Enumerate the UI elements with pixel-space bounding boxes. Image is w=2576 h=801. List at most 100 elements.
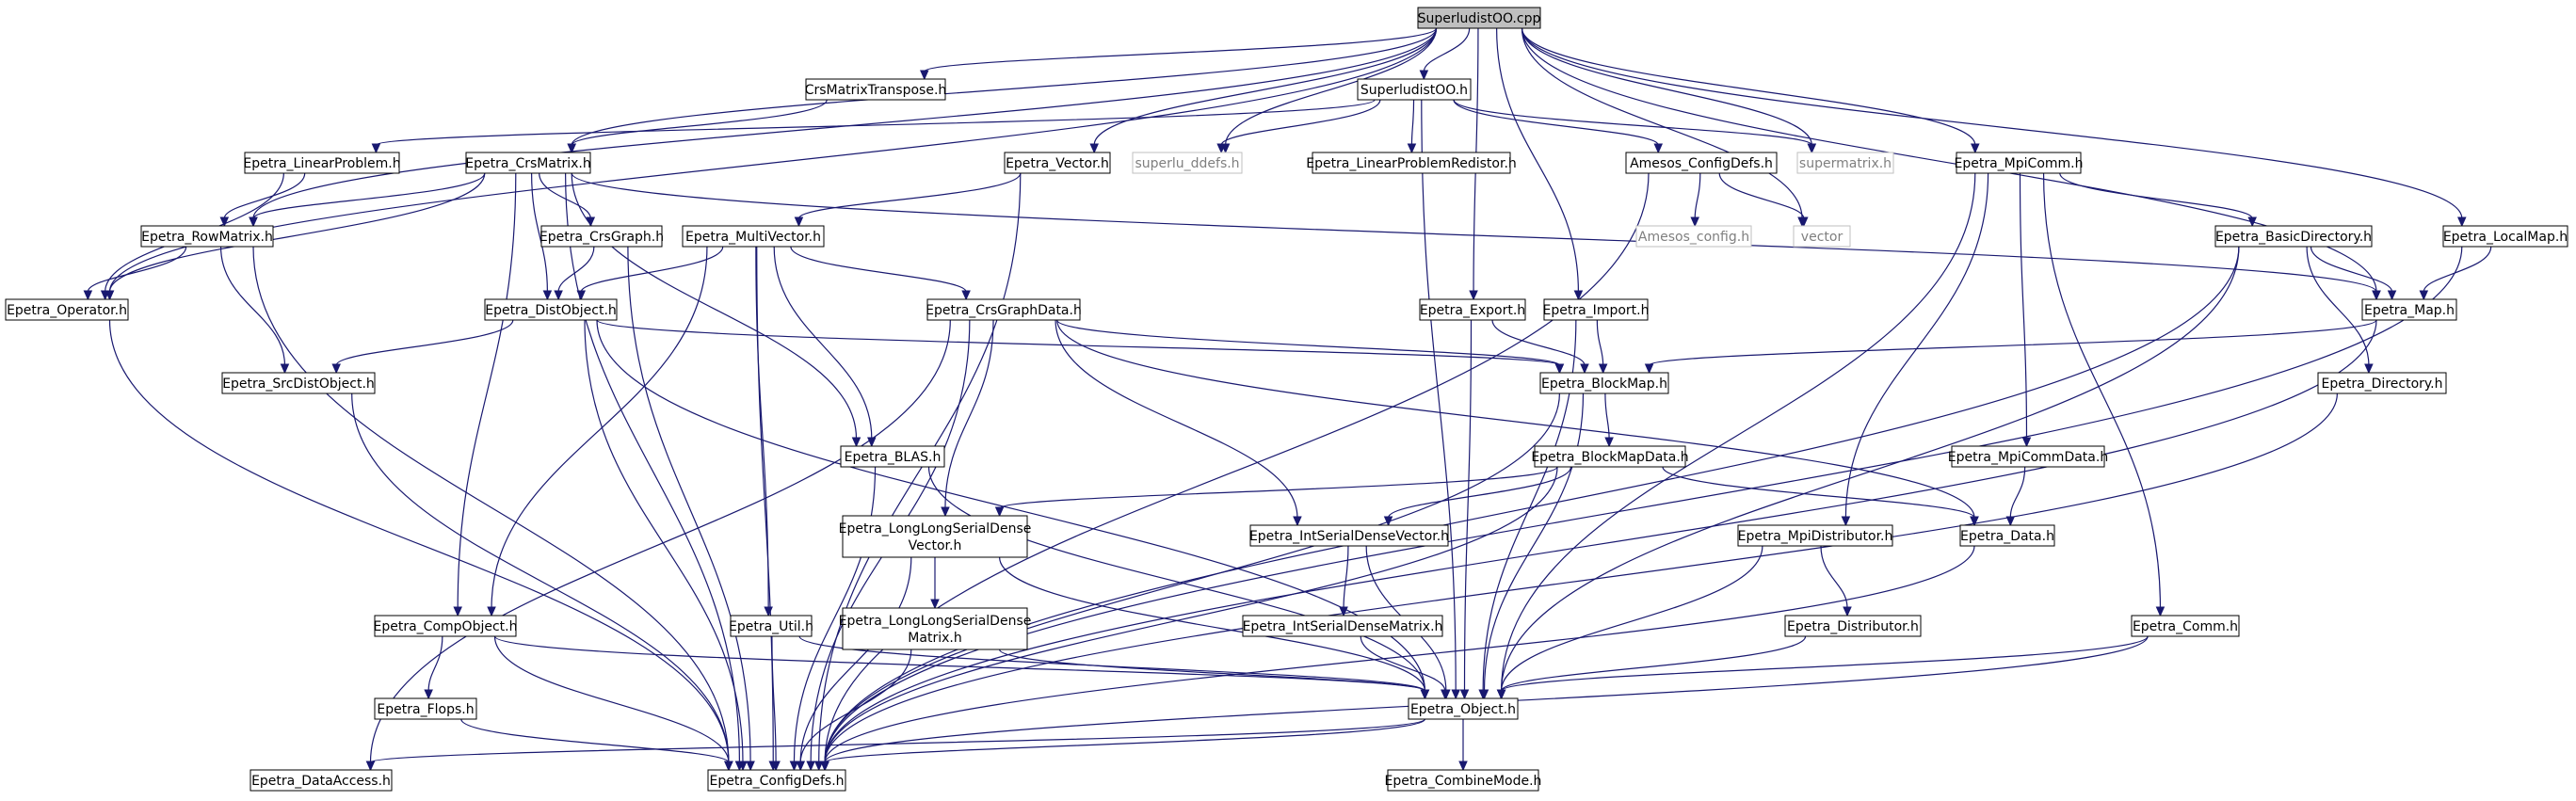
edge-epetra-object-h-to-epetra-dataaccess-h bbox=[365, 718, 1425, 772]
node-epetra-localmap-h[interactable]: Epetra_LocalMap.h bbox=[2442, 225, 2568, 248]
node-epetra-flops-h[interactable]: Epetra_Flops.h bbox=[374, 697, 477, 720]
node-epetra-compobject-h[interactable]: Epetra_CompObject.h bbox=[374, 615, 518, 637]
node-epetra-map-h[interactable]: Epetra_Map.h bbox=[2361, 298, 2457, 321]
node-epetra-directory-h[interactable]: Epetra_Directory.h bbox=[2317, 372, 2447, 394]
edge-epetra-distributor-h-to-epetra-object-h bbox=[1496, 635, 1807, 700]
node-label: Epetra_LinearProblem.h bbox=[243, 156, 400, 171]
node-superludistoo-h[interactable]: SuperludistOO.h bbox=[1357, 78, 1472, 101]
edge-superludistoo-h-to-superlu-ddefs-h bbox=[1216, 99, 1381, 154]
node-box bbox=[1956, 152, 2082, 174]
node-epetra-basicdirectory-h[interactable]: Epetra_BasicDirectory.h bbox=[2214, 225, 2373, 248]
node-label: Epetra_IntSerialDenseMatrix.h bbox=[1243, 619, 1443, 634]
node-label: Epetra_BlockMap.h bbox=[1541, 376, 1667, 392]
node-epetra-intserialdensematrix-h[interactable]: Epetra_IntSerialDenseMatrix.h bbox=[1242, 615, 1443, 637]
edge-epetra-multivector-h-to-epetra-blas-h bbox=[773, 246, 877, 448]
node-epetra-configdefs-h[interactable]: Epetra_ConfigDefs.h bbox=[707, 769, 846, 792]
node-epetra-distributor-h[interactable]: Epetra_Distributor.h bbox=[1784, 615, 1922, 637]
edge-epetra-basicdirectory-h-to-epetra-directory-h bbox=[2306, 246, 2374, 375]
node-epetra-distobject-h[interactable]: Epetra_DistObject.h bbox=[484, 298, 618, 321]
node-epetra-crsgraphdata-h[interactable]: Epetra_CrsGraphData.h bbox=[926, 298, 1082, 321]
edge-superludistoo-cpp-to-epetra-rowmatrix-h bbox=[249, 27, 1438, 228]
node-label: Epetra_BasicDirectory.h bbox=[2215, 230, 2372, 245]
node-box bbox=[1417, 7, 1541, 29]
edge-epetra-export-h-to-epetra-blockmap-h bbox=[1491, 319, 1589, 375]
edge-epetra-blockmapdata-h-to-epetra-data-h bbox=[1662, 466, 1979, 527]
edge-epetra-multivector-h-to-epetra-util-h bbox=[755, 246, 773, 617]
node-box bbox=[1419, 298, 1526, 321]
node-epetra-srcdistobject-h[interactable]: Epetra_SrcDistObject.h bbox=[221, 372, 376, 394]
node-box bbox=[1242, 615, 1443, 637]
node-label: CrsMatrixTranspose.h bbox=[805, 83, 947, 98]
node-box bbox=[1312, 152, 1511, 174]
node-amesos-configdefs-h[interactable]: Amesos_ConfigDefs.h bbox=[1625, 152, 1778, 174]
node-label: Matrix.h bbox=[908, 631, 961, 646]
node-box bbox=[1784, 615, 1922, 637]
node-label: Epetra_Operator.h bbox=[7, 303, 127, 318]
node-epetra-combinemode-h[interactable]: Epetra_CombineMode.h bbox=[1385, 769, 1542, 792]
node-label: Epetra_MpiCommData.h bbox=[1948, 450, 2108, 465]
edge-amesos-configdefs-h-to-vector bbox=[1718, 172, 1809, 228]
node-label: Epetra_CrsGraphData.h bbox=[926, 303, 1082, 318]
edge-epetra-compobject-h-to-epetra-flops-h bbox=[424, 635, 443, 700]
node-box bbox=[1249, 524, 1449, 547]
node-epetra-blockmap-h[interactable]: Epetra_BlockMap.h bbox=[1539, 372, 1669, 394]
node-epetra-dataaccess-h[interactable]: Epetra_DataAccess.h bbox=[250, 769, 393, 792]
node-epetra-linearproblemredistor-h[interactable]: Epetra_LinearProblemRedistor.h bbox=[1306, 152, 1517, 174]
node-epetra-import-h[interactable]: Epetra_Import.h bbox=[1543, 298, 1650, 321]
node-epetra-linearproblem-h[interactable]: Epetra_LinearProblem.h bbox=[243, 152, 401, 174]
node-epetra-util-h[interactable]: Epetra_Util.h bbox=[729, 615, 813, 637]
node-label: Epetra_Import.h bbox=[1543, 303, 1650, 318]
edge-epetra-mpicomm-h-to-epetra-comm-h bbox=[2042, 172, 2165, 617]
node-epetra-export-h[interactable]: Epetra_Export.h bbox=[1419, 298, 1526, 321]
node-epetra-blas-h[interactable]: Epetra_BLAS.h bbox=[840, 445, 945, 468]
node-epetra-mpidistributor-h[interactable]: Epetra_MpiDistributor.h bbox=[1737, 524, 1893, 547]
edge-superludistoo-h-to-supermatrix-h bbox=[1453, 99, 1817, 154]
edge-epetra-object-h-to-epetra-configdefs-h bbox=[820, 718, 1425, 772]
node-amesos-config-h: Amesos_config.h bbox=[1635, 225, 1752, 248]
edge-epetra-linearproblem-h-to-epetra-rowmatrix-h bbox=[219, 172, 306, 228]
node-box bbox=[1793, 225, 1851, 248]
node-label: Epetra_Flops.h bbox=[377, 702, 474, 717]
node-label: Epetra_Util.h bbox=[729, 619, 813, 634]
node-label: Epetra_LinearProblemRedistor.h bbox=[1306, 156, 1517, 171]
node-epetra-mpicommdata-h[interactable]: Epetra_MpiCommData.h bbox=[1948, 445, 2108, 468]
node-epetra-object-h[interactable]: Epetra_Object.h bbox=[1408, 697, 1519, 720]
node-epetra-blockmapdata-h[interactable]: Epetra_BlockMapData.h bbox=[1531, 445, 1689, 468]
node-label: Epetra_SrcDistObject.h bbox=[222, 376, 375, 392]
node-epetra-comm-h[interactable]: Epetra_Comm.h bbox=[2131, 615, 2240, 637]
node-label: SuperludistOO.cpp bbox=[1418, 11, 1541, 26]
node-label: Epetra_DistObject.h bbox=[485, 303, 617, 318]
edge-layer bbox=[83, 27, 2492, 772]
edge-superludistoo-cpp-to-epetra-localmap-h bbox=[1521, 27, 2467, 228]
node-epetra-data-h[interactable]: Epetra_Data.h bbox=[1959, 524, 2055, 547]
node-label: Epetra_CompObject.h bbox=[374, 619, 518, 634]
edge-epetra-map-h-to-epetra-blockmap-h bbox=[1644, 319, 2377, 375]
node-label: Amesos_ConfigDefs.h bbox=[1630, 156, 1773, 171]
node-epetra-intserialdensevector-h[interactable]: Epetra_IntSerialDenseVector.h bbox=[1249, 524, 1449, 547]
edge-epetra-import-h-to-epetra-blockmap-h bbox=[1596, 319, 1608, 375]
node-box bbox=[842, 607, 1028, 650]
node-epetra-operator-h[interactable]: Epetra_Operator.h bbox=[5, 298, 129, 321]
edge-epetra-longlongserialdensematrix-h-to-epetra-object-h bbox=[999, 649, 1430, 700]
node-superludistoo-cpp[interactable]: SuperludistOO.cpp bbox=[1417, 7, 1541, 29]
node-box bbox=[1635, 225, 1752, 248]
node-box bbox=[221, 372, 376, 394]
node-epetra-multivector-h[interactable]: Epetra_MultiVector.h bbox=[682, 225, 825, 248]
node-label: vector bbox=[1801, 230, 1843, 245]
node-box bbox=[805, 78, 946, 101]
node-epetra-mpicomm-h[interactable]: Epetra_MpiComm.h bbox=[1955, 152, 2084, 174]
edge-epetra-export-h-to-epetra-object-h bbox=[1459, 319, 1473, 700]
node-epetra-crsmatrix-h[interactable]: Epetra_CrsMatrix.h bbox=[465, 152, 591, 174]
node-crsmatrixtranspose-h[interactable]: CrsMatrixTranspose.h bbox=[805, 78, 947, 101]
node-label: Epetra_Comm.h bbox=[2133, 619, 2238, 634]
edge-epetra-blockmapdata-h-to-epetra-intserialdensevector-h bbox=[1383, 466, 1572, 527]
edge-epetra-vector-h-to-epetra-configdefs-h bbox=[813, 172, 1022, 772]
node-box bbox=[374, 697, 477, 720]
edge-epetra-localmap-h-to-epetra-configdefs-h bbox=[820, 246, 2463, 772]
node-epetra-crsgraph-h[interactable]: Epetra_CrsGraph.h bbox=[539, 225, 664, 248]
node-epetra-vector-h[interactable]: Epetra_Vector.h bbox=[1004, 152, 1111, 174]
node-box bbox=[1387, 769, 1539, 792]
node-epetra-rowmatrix-h[interactable]: Epetra_RowMatrix.h bbox=[140, 225, 274, 248]
